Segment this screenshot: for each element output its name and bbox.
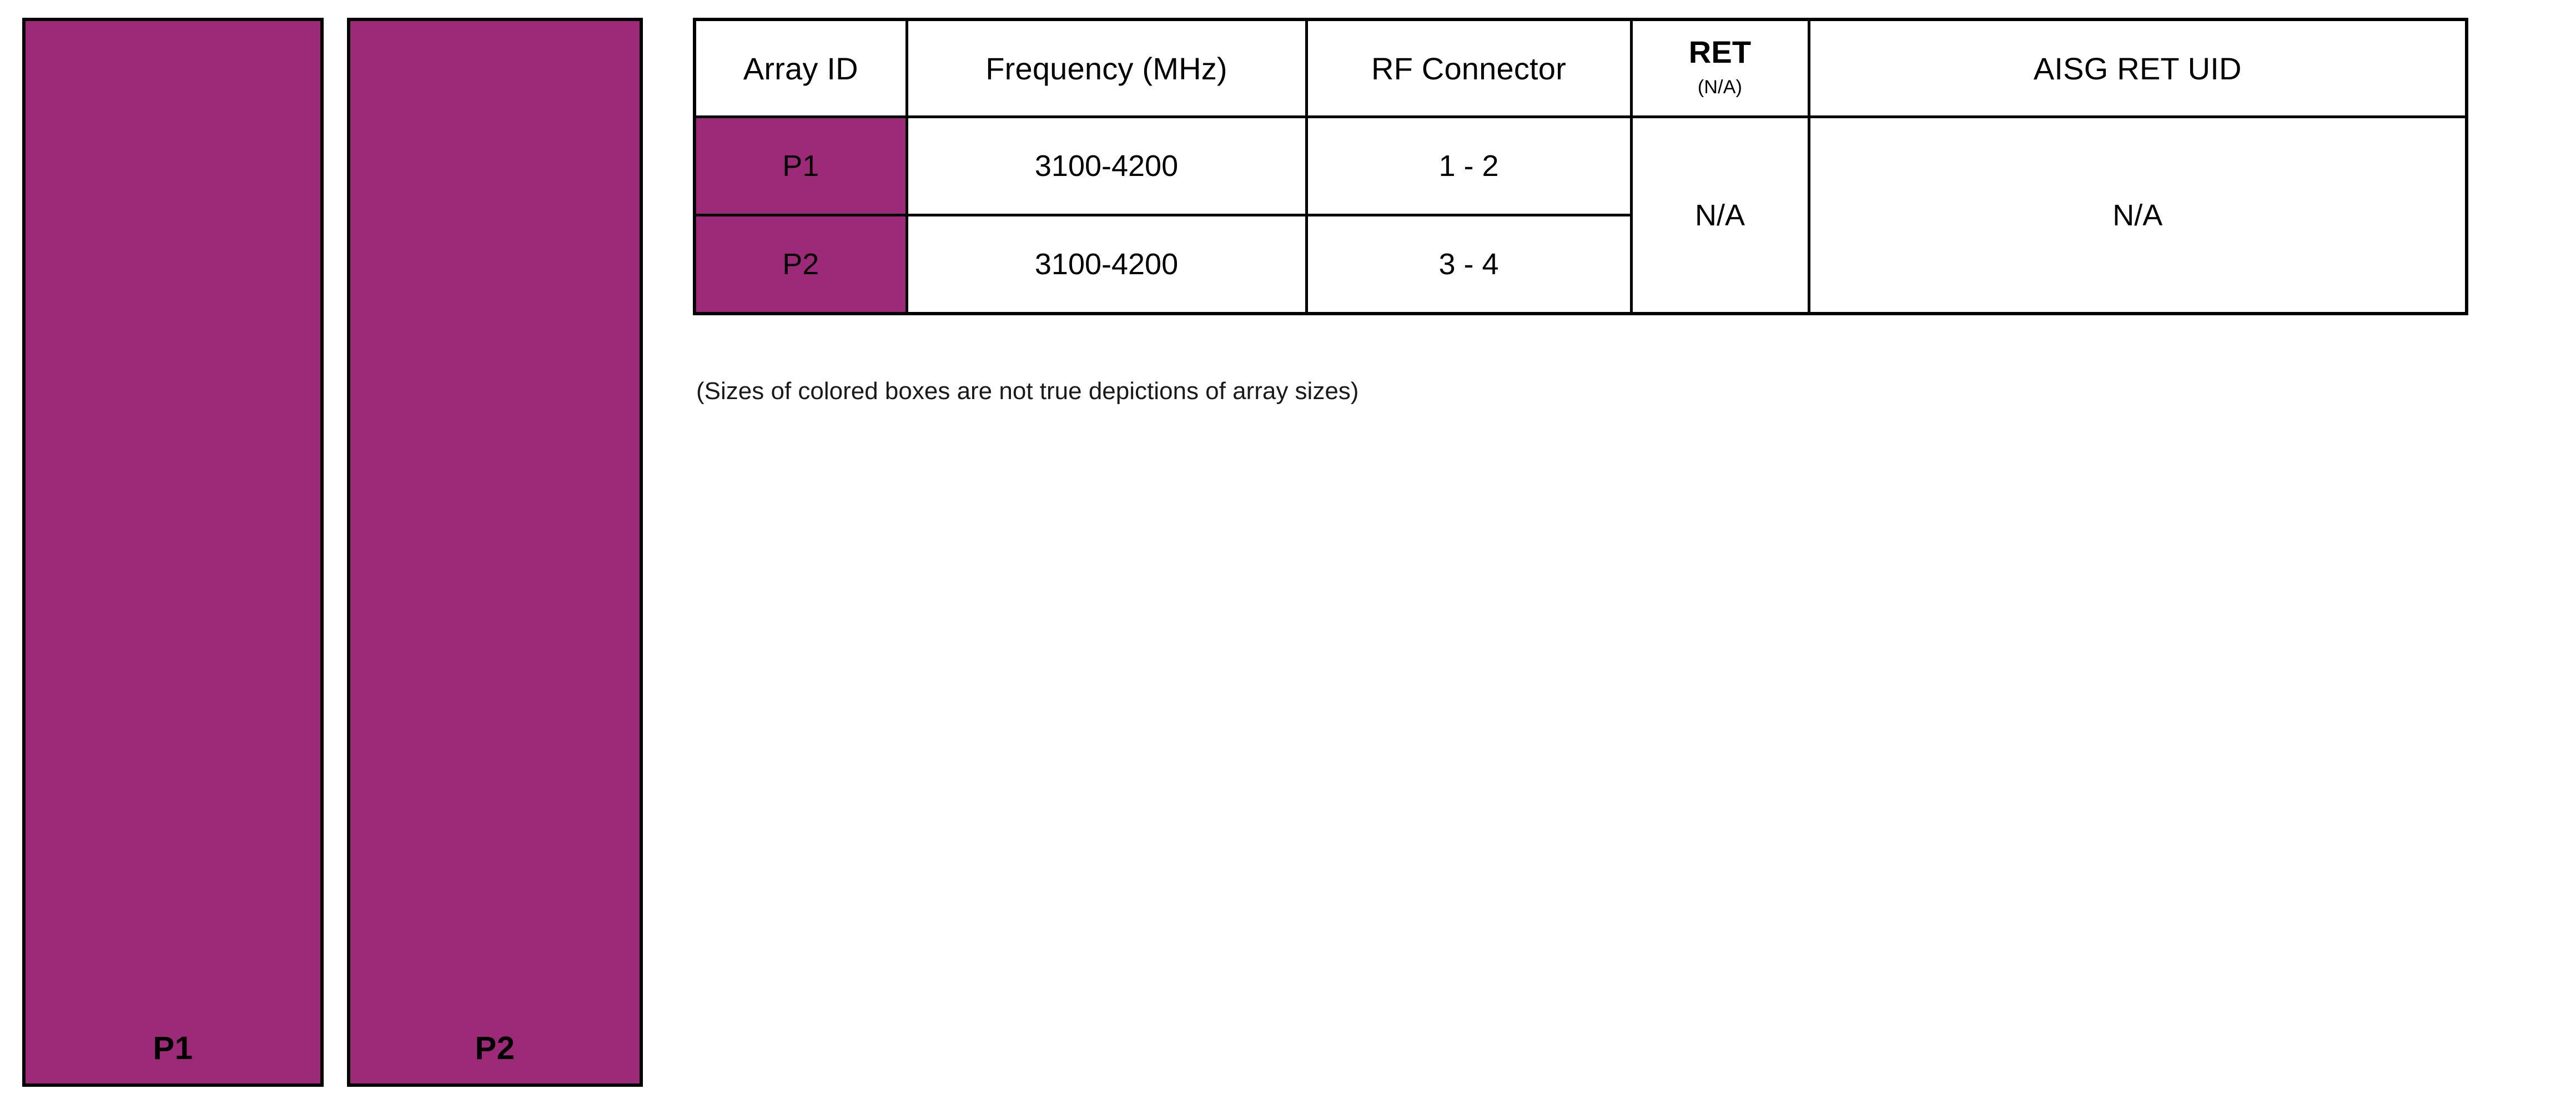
- cell-aisg-ret-uid-merged: N/A: [1807, 115, 2468, 315]
- cell-array-id-p2: P2: [693, 214, 908, 315]
- table-row: P1 3100-4200 1 - 2 N/A N/A: [693, 115, 2468, 315]
- column-header-ret: RET (N/A): [1629, 18, 1810, 118]
- cell-rf-connector-p1: 1 - 2: [1305, 115, 1633, 216]
- cell-rf-connector-p2: 3 - 4: [1305, 214, 1633, 315]
- table-header-row: Array ID Frequency (MHz) RF Connector RE…: [693, 18, 2468, 118]
- cell-frequency-p1: 3100-4200: [905, 115, 1308, 216]
- table-row: P2 3100-4200 3 - 4: [693, 214, 2467, 315]
- array-spec-table: Array ID Frequency (MHz) RF Connector RE…: [693, 18, 2468, 315]
- column-header-rf-connector: RF Connector: [1305, 18, 1633, 118]
- array-box-label-p2: P2: [475, 1030, 515, 1066]
- column-header-ret-note: (N/A): [1697, 76, 1743, 98]
- spec-table-container: Array ID Frequency (MHz) RF Connector RE…: [693, 18, 2468, 315]
- footnote-text: (Sizes of colored boxes are not true dep…: [696, 377, 1359, 405]
- column-header-frequency: Frequency (MHz): [905, 18, 1308, 118]
- table-header: Array ID Frequency (MHz) RF Connector RE…: [693, 18, 2468, 118]
- column-header-aisg-ret-uid: AISG RET UID: [1807, 18, 2468, 118]
- column-header-ret-title: RET: [1688, 34, 1752, 69]
- array-box-p2: P2: [347, 18, 643, 1087]
- table-body: P1 3100-4200 1 - 2 N/A N/A P2 3100-4200 …: [693, 115, 2468, 315]
- array-box-p1: P1: [22, 18, 324, 1087]
- column-header-array-id: Array ID: [693, 18, 908, 118]
- cell-frequency-p2: 3100-4200: [905, 214, 1308, 315]
- cell-ret-merged: N/A: [1629, 115, 1810, 315]
- cell-array-id-p1: P1: [693, 115, 908, 216]
- array-box-label-p1: P1: [153, 1030, 193, 1066]
